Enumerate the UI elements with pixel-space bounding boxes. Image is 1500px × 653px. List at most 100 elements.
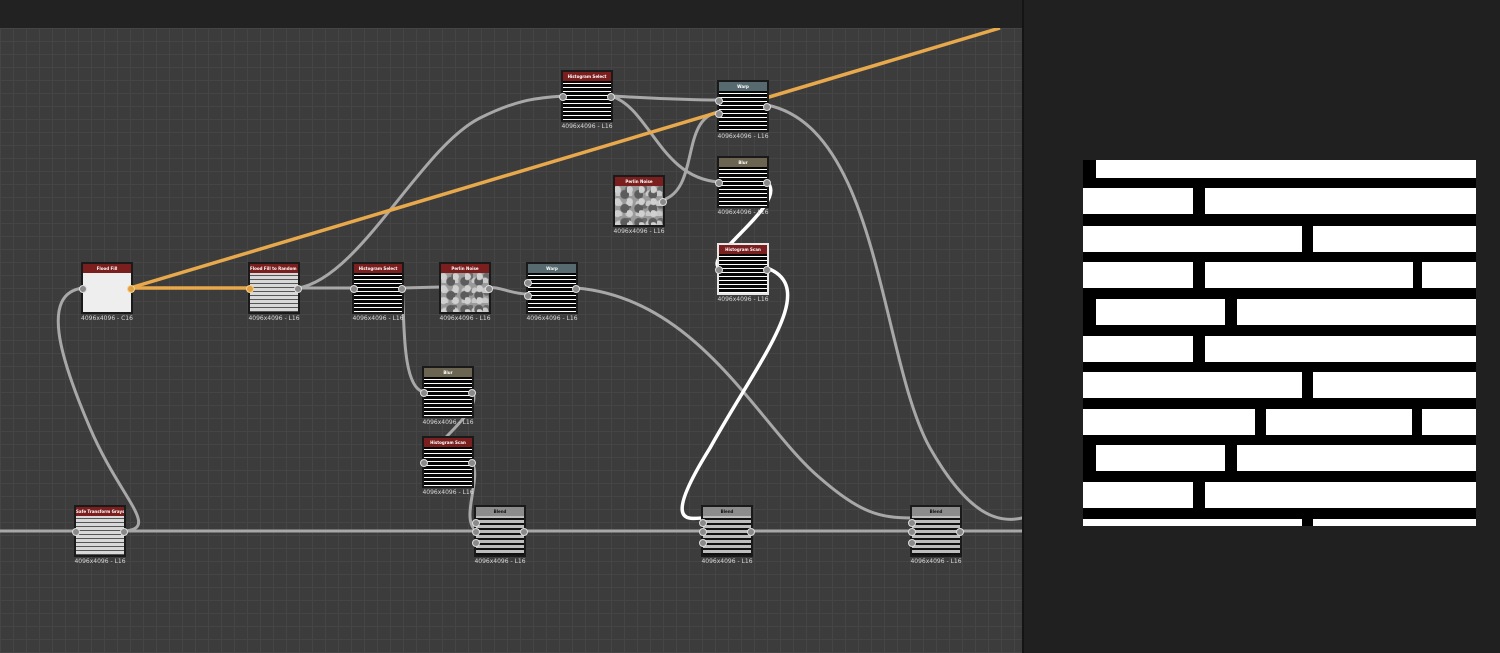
node-caption: 4096x4096 - L16 bbox=[613, 228, 665, 235]
node-histogram-select-1[interactable]: Histogram Select 4096x4096 - L16 bbox=[350, 262, 406, 322]
node-histogram-select-2[interactable]: Histogram Select 4096x4096 - L16 bbox=[559, 70, 615, 130]
node-thumbnail bbox=[354, 273, 402, 312]
input-port[interactable] bbox=[715, 97, 723, 105]
node-title: Perlin Noise bbox=[441, 264, 489, 273]
output-port[interactable] bbox=[520, 528, 528, 536]
wire-histselect1-perlin bbox=[400, 285, 443, 290]
node-warp-1[interactable]: Warp 4096x4096 - L16 bbox=[524, 262, 580, 322]
brick-pattern-preview bbox=[1083, 160, 1476, 526]
input-port[interactable] bbox=[246, 285, 254, 293]
input-port[interactable] bbox=[715, 110, 723, 118]
input-port[interactable] bbox=[715, 179, 723, 187]
node-thumbnail bbox=[703, 516, 751, 555]
output-port[interactable] bbox=[763, 179, 771, 187]
input-port[interactable] bbox=[524, 279, 532, 287]
output-port[interactable] bbox=[468, 389, 476, 397]
output-port[interactable] bbox=[120, 528, 128, 536]
wire-perlin-warp1 bbox=[486, 286, 530, 296]
node-blend-3[interactable]: Blend 4096x4096 - L16 bbox=[908, 505, 964, 565]
wire-histscan1-blend1 bbox=[468, 460, 478, 533]
node-caption: 4096x4096 - L16 bbox=[910, 558, 962, 565]
node-safe-transform-grayscale[interactable]: Safe Transform Graysc... 4096x4096 - L16 bbox=[72, 505, 128, 565]
node-title: Warp bbox=[528, 264, 576, 273]
node-graph-canvas[interactable]: Flood Fill 4096x4096 - C16 Flood Fill to… bbox=[0, 28, 1022, 653]
input-port[interactable] bbox=[472, 519, 480, 527]
node-title: Flood Fill to Random G... bbox=[250, 264, 298, 273]
input-port[interactable] bbox=[420, 459, 428, 467]
wire-histscan2-blend2 bbox=[680, 266, 790, 521]
input-port[interactable] bbox=[908, 519, 916, 527]
node-blur-2[interactable]: Blur 4096x4096 - L16 bbox=[715, 156, 771, 216]
node-title: Blur bbox=[424, 368, 472, 377]
node-caption: 4096x4096 - L16 bbox=[352, 315, 404, 322]
node-title: Flood Fill bbox=[83, 264, 131, 273]
node-warp-2[interactable]: Warp 4096x4096 - L16 bbox=[715, 80, 771, 140]
output-port[interactable] bbox=[956, 528, 964, 536]
input-port[interactable] bbox=[472, 539, 480, 547]
output-port[interactable] bbox=[468, 459, 476, 467]
output-port[interactable] bbox=[572, 285, 580, 293]
node-caption: 4096x4096 - L16 bbox=[439, 315, 491, 322]
node-caption: 4096x4096 - L16 bbox=[717, 133, 769, 140]
node-blend-2[interactable]: Blend 4096x4096 - L16 bbox=[699, 505, 755, 565]
node-title: Blur bbox=[719, 158, 767, 167]
input-port[interactable] bbox=[715, 266, 723, 274]
node-title: Histogram Scan bbox=[424, 438, 472, 447]
node-title: Blend bbox=[703, 507, 751, 516]
input-port[interactable] bbox=[699, 539, 707, 547]
node-caption: 4096x4096 - L16 bbox=[474, 558, 526, 565]
node-flood-fill-random-grayscale[interactable]: Flood Fill to Random G... 4096x4096 - L1… bbox=[246, 262, 302, 322]
wire-histselect2-warp2 bbox=[609, 94, 721, 102]
wire-warp1-blend3 bbox=[574, 286, 914, 520]
node-flood-fill[interactable]: Flood Fill 4096x4096 - C16 bbox=[79, 262, 135, 322]
node-histogram-scan-2[interactable]: Histogram Scan 4096x4096 - L16 bbox=[715, 243, 771, 303]
output-port[interactable] bbox=[607, 93, 615, 101]
panel-divider[interactable] bbox=[1022, 0, 1024, 653]
node-thumbnail bbox=[441, 273, 489, 312]
node-caption: 4096x4096 - L16 bbox=[701, 558, 753, 565]
node-perlin-noise-1[interactable]: Perlin Noise 4096x4096 - L16 bbox=[439, 262, 493, 322]
input-port[interactable] bbox=[559, 93, 567, 101]
output-port[interactable] bbox=[127, 285, 135, 293]
preview-image bbox=[1083, 160, 1476, 526]
input-port[interactable] bbox=[908, 528, 916, 536]
output-port[interactable] bbox=[763, 103, 771, 111]
node-thumbnail bbox=[912, 516, 960, 555]
input-port[interactable] bbox=[908, 539, 916, 547]
output-port[interactable] bbox=[659, 198, 667, 206]
node-blur-1[interactable]: Blur 4096x4096 - L16 bbox=[420, 366, 476, 426]
node-thumbnail bbox=[76, 516, 124, 555]
wire-histselect1-blur bbox=[400, 286, 426, 394]
node-thumbnail bbox=[250, 273, 298, 312]
node-histogram-scan-1[interactable]: Histogram Scan 4096x4096 - L16 bbox=[420, 436, 476, 496]
output-port[interactable] bbox=[747, 528, 755, 536]
node-title: Perlin Noise bbox=[615, 177, 663, 186]
output-port[interactable] bbox=[485, 285, 493, 293]
input-port[interactable] bbox=[72, 528, 80, 536]
graph-toolbar bbox=[0, 0, 1022, 28]
wire-random-histselect2 bbox=[296, 94, 565, 290]
output-port[interactable] bbox=[398, 285, 406, 293]
node-thumbnail bbox=[719, 167, 767, 206]
node-title: Warp bbox=[719, 82, 767, 91]
output-port[interactable] bbox=[294, 285, 302, 293]
input-port[interactable] bbox=[699, 519, 707, 527]
input-port[interactable] bbox=[472, 528, 480, 536]
input-port[interactable] bbox=[79, 285, 87, 293]
node-thumbnail bbox=[83, 273, 131, 312]
node-thumbnail bbox=[476, 516, 524, 555]
wire-orange-long bbox=[129, 28, 1001, 290]
node-title: Blend bbox=[912, 507, 960, 516]
node-blend-1[interactable]: Blend 4096x4096 - L16 bbox=[472, 505, 528, 565]
input-port[interactable] bbox=[524, 292, 532, 300]
node-title: Safe Transform Graysc... bbox=[76, 507, 124, 516]
node-perlin-noise-2[interactable]: Perlin Noise 4096x4096 - L16 bbox=[613, 175, 667, 235]
node-thumbnail bbox=[615, 186, 663, 225]
input-port[interactable] bbox=[420, 389, 428, 397]
node-caption: 4096x4096 - L16 bbox=[561, 123, 613, 130]
output-port[interactable] bbox=[763, 266, 771, 274]
node-thumbnail bbox=[563, 81, 611, 120]
input-port[interactable] bbox=[350, 285, 358, 293]
node-title: Blend bbox=[476, 507, 524, 516]
input-port[interactable] bbox=[699, 528, 707, 536]
